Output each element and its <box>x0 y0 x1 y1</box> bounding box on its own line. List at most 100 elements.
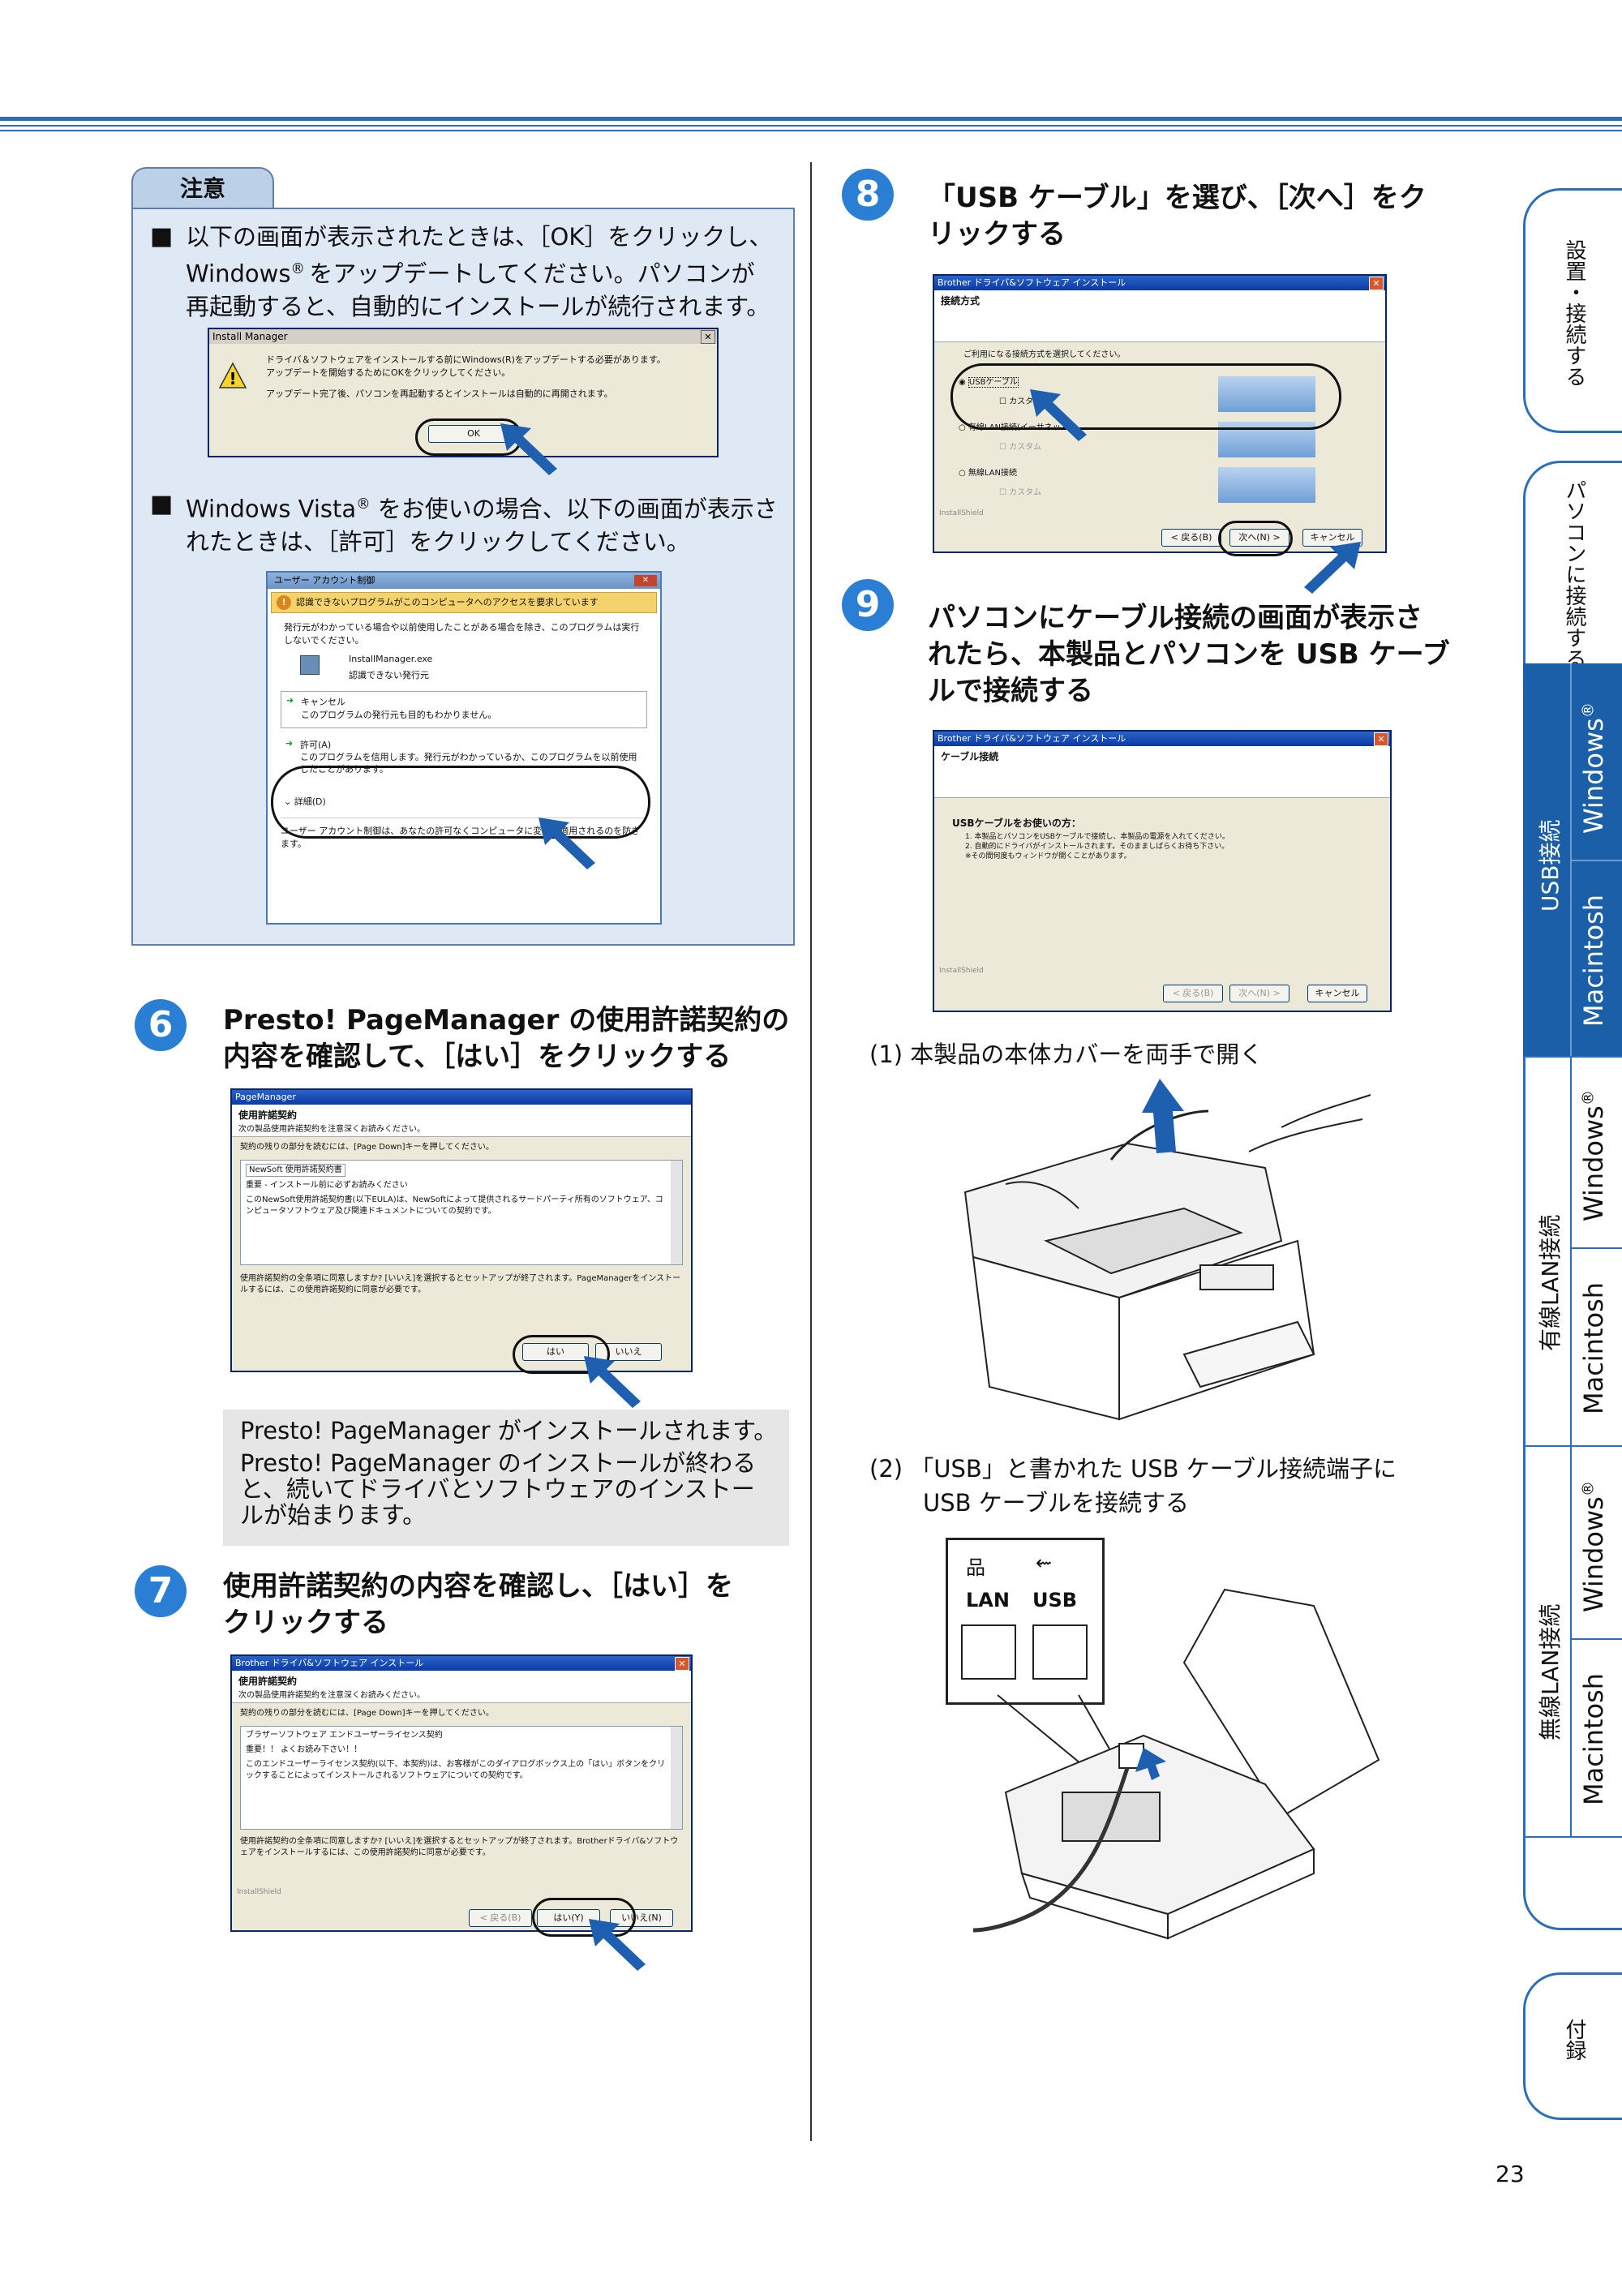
text-line: Windows Vista® をお使いの場合、以下の画面が表示さ <box>186 495 778 523</box>
close-icon[interactable]: ✕ <box>675 1657 689 1671</box>
printer-open-cover-illustration <box>963 1079 1371 1421</box>
chevron-down-icon: ⌄ <box>284 796 294 807</box>
pagemanager-dialog: PageManager 使用許諾契約次の製品使用許諾契約を注意深くお読みください… <box>230 1088 693 1372</box>
program-icon <box>300 655 320 675</box>
warning-icon: ! <box>277 595 291 610</box>
pointer-arrow-icon <box>589 1919 646 1971</box>
substep-1: (1) 本製品の本体カバーを両手で開く <box>869 1041 1264 1068</box>
lan-label: LAN <box>966 1589 1010 1611</box>
text-line: 再起動すると、自動的にインストールが続行されます。 <box>186 292 770 320</box>
license-textbox[interactable]: NewSoft 使用許諾契約書 重要 - インストール前に必ずお読みください こ… <box>240 1160 683 1265</box>
license-textbox[interactable]: ブラザーソフトウェア エンドユーザーライセンス契約 重要！！ よくお読み下さい！… <box>240 1726 683 1830</box>
step-number: 6 <box>135 999 187 1051</box>
section-divider <box>1523 1445 1622 1447</box>
close-icon[interactable]: ✕ <box>634 575 657 586</box>
lan-port <box>961 1624 1016 1680</box>
cancel-button[interactable]: キャンセル <box>1307 985 1367 1002</box>
substep-2: (2) 「USB」と書かれた USB ケーブル接続端子に USB ケーブルを接続… <box>869 1455 1397 1517</box>
step-number: 7 <box>135 1565 187 1617</box>
page-number: 23 <box>1495 2161 1525 2187</box>
custom-checkbox[interactable]: ☐ カスタム <box>999 397 1042 406</box>
dialog-head: ケーブル接続 <box>934 746 1390 798</box>
dialog-title: Brother ドライバ&ソフトウェア インストール <box>934 276 1385 290</box>
section-divider <box>1570 860 1622 861</box>
section-divider <box>1570 1056 1572 1445</box>
close-icon[interactable]: ✕ <box>1374 732 1388 746</box>
no-button[interactable]: いいえ <box>595 1343 662 1361</box>
highlight-oval <box>271 766 650 839</box>
highlight-oval <box>513 1335 610 1374</box>
back-button[interactable]: < 戻る(B) <box>1163 985 1223 1002</box>
text-line: 以下の画面が表示されたときは、［OK］をクリックし、 <box>186 223 773 251</box>
warning-icon: ! <box>218 362 247 389</box>
arrow-icon: ➜ <box>286 695 294 706</box>
info-text: Presto! PageManager がインストールされます。 Presto!… <box>240 1417 778 1529</box>
side-tab-label: 設置・接続する <box>1562 239 1586 387</box>
custom-checkbox[interactable]: ☐ カスタム <box>999 488 1042 497</box>
uac-intro: 発行元がわかっている場合や以前使用したことがある場合を除き、このプログラムは実行… <box>284 622 640 646</box>
dialog-title: PageManager <box>232 1090 691 1105</box>
installshield-label: InstallShield <box>237 1888 281 1896</box>
dialog-line: ドライバ＆ソフトウェアをインストールする前にWindows(R)をアップデートす… <box>266 354 666 365</box>
installshield-label: InstallShield <box>939 967 984 975</box>
custom-checkbox[interactable]: ☐ カスタム <box>999 443 1042 452</box>
os-label-windows[interactable]: Windows® <box>1578 1089 1609 1221</box>
back-button[interactable]: < 戻る(B) <box>469 1909 532 1927</box>
app-name: InstallManager.exe <box>349 654 433 664</box>
info-box <box>223 1410 789 1546</box>
step-title: Presto! PageManager の使用許諾契約の 内容を確認して、［はい… <box>223 1004 790 1073</box>
close-icon[interactable]: ✕ <box>701 330 715 344</box>
step-number: 8 <box>842 169 894 221</box>
close-icon[interactable]: ✕ <box>1369 277 1384 290</box>
dialog-line: アップデートを開始するためにOKをクリックしてください。 <box>266 367 511 378</box>
os-label-macintosh[interactable]: Macintosh <box>1578 1672 1609 1805</box>
dialog-hint: 契約の残りの部分を読むには、[Page Down]キーを押してください。 <box>240 1709 494 1718</box>
checkbox-icon: ☐ <box>999 397 1010 406</box>
checkbox-icon: ☐ <box>999 443 1010 452</box>
uac-dialog: ユーザー アカウント制御 ✕ ! 認識できないプログラムがこのコンピュータへのア… <box>266 571 662 925</box>
bullet: ■ <box>150 490 174 518</box>
os-label-macintosh[interactable]: Macintosh <box>1578 1281 1609 1414</box>
os-label-windows[interactable]: Windows® <box>1578 702 1609 834</box>
scrollbar[interactable] <box>671 1727 682 1829</box>
checkbox-icon: ☐ <box>999 488 1010 497</box>
radio-icon: ○ <box>959 423 968 432</box>
dialog-head: 使用許諾契約次の製品使用許諾契約を注意深くお読みください。 <box>232 1105 691 1137</box>
pointer-arrow-icon <box>500 423 557 475</box>
allow-option[interactable]: ➜ 許可(A) このプログラムを信用します。発行元がわかっているか、このプログラ… <box>281 735 647 783</box>
header-rule <box>0 130 1622 131</box>
next-button[interactable]: 次へ(N) > <box>1229 985 1289 1002</box>
header-rule <box>0 125 1622 127</box>
option-desc: このプログラムの発行元も目的もわかりません。 <box>301 710 497 720</box>
step-title: パソコンにケーブル接続の画面が表示さ れたら、本製品とパソコンを USB ケーブ… <box>928 602 1450 707</box>
wireless-image <box>1218 467 1315 503</box>
usb-instructions: 1. 本製品とパソコンをUSBケーブルで接続し、本製品の電源を入れてください。 … <box>965 833 1229 860</box>
section-label-usb: USB接続 <box>1537 819 1564 912</box>
cancel-button[interactable]: キャンセル <box>1302 529 1362 547</box>
side-tab-appendix[interactable]: 付録 <box>1523 1972 1622 2120</box>
side-tab-setup[interactable]: 設置・接続する <box>1523 188 1622 433</box>
highlight-oval <box>950 363 1341 430</box>
dialog-hint: 契約の残りの部分を読むには、[Page Down]キーを押してください。 <box>240 1143 494 1152</box>
wireless-lan-radio[interactable]: ○ 無線LAN接続 <box>959 469 1018 478</box>
os-label-windows[interactable]: Windows® <box>1578 1480 1609 1612</box>
highlight-oval <box>1218 521 1293 556</box>
scrollbar[interactable] <box>671 1161 682 1264</box>
dialog-title: ユーザー アカウント制御 <box>268 573 660 589</box>
cable-connect-dialog: Brother ドライバ&ソフトウェア インストール ✕ ケーブル接続 USBケ… <box>933 730 1392 1012</box>
section-divider <box>1570 1247 1622 1249</box>
option-title: キャンセル <box>301 697 345 707</box>
os-label-macintosh[interactable]: Macintosh <box>1578 894 1609 1027</box>
dialog-line: アップデート完了後、パソコンを再起動するとインストールは自動的に再開されます。 <box>266 388 613 399</box>
dialog-question: 使用許諾契約の全条項に同意しますか? [いいえ]を選択するとセットアップが終了さ… <box>240 1837 679 1857</box>
license-dialog: Brother ドライバ&ソフトウェア インストール ✕ 使用許諾契約次の製品使… <box>230 1654 693 1932</box>
usb-port <box>1032 1624 1088 1680</box>
usb-heading: USBケーブルをお使いの方： <box>952 818 1081 829</box>
cancel-option[interactable]: ➜ キャンセル このプログラムの発行元も目的もわかりません。 <box>281 691 647 728</box>
dialog-title: Brother ドライバ&ソフトウェア インストール <box>232 1656 691 1671</box>
usb-label: USB <box>1032 1589 1078 1611</box>
text-line: れたときは、［許可］をクリックしてください。 <box>186 527 690 556</box>
back-button[interactable]: < 戻る(B) <box>1161 529 1221 547</box>
bullet: ■ <box>150 222 174 251</box>
usb-port-icon: ⇜ <box>1036 1551 1053 1574</box>
